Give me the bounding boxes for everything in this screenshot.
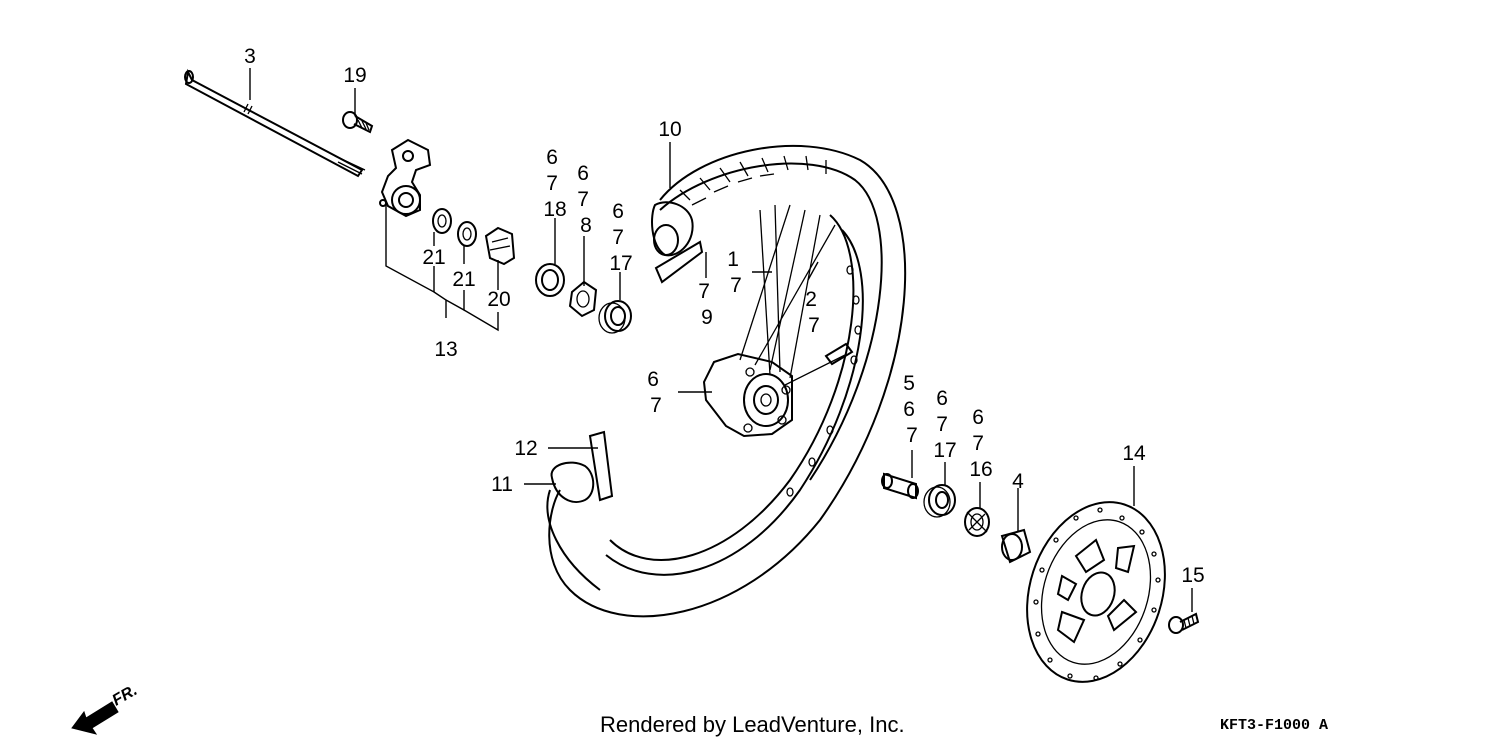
callout-labels: 3 19 21 21 20 13 6 7 18 6 7 8 6 7 17 10 …	[244, 45, 1205, 587]
callout-20: 20	[487, 288, 510, 311]
callout-14: 14	[1122, 442, 1146, 465]
washer-part	[432, 208, 452, 234]
callout-21: 21	[452, 268, 475, 291]
callout-9: 7 9	[698, 280, 716, 329]
rim-band-part	[588, 430, 614, 502]
diagram-code: KFT3-F1000 A	[1220, 717, 1328, 734]
front-direction-arrow-icon: FR.	[71, 682, 140, 735]
tire-part	[546, 144, 907, 618]
callout-12: 12	[514, 437, 537, 460]
bearing-part	[598, 300, 632, 334]
brake-disc-part	[1026, 501, 1166, 683]
callout-5: 5 6 7	[903, 372, 921, 447]
leader-lines	[249, 68, 1193, 612]
callout-13: 13	[434, 338, 457, 361]
diagram-code-suffix: A	[1319, 717, 1329, 734]
side-collar-part	[1000, 528, 1032, 564]
callout-17: 6 7 17	[609, 200, 632, 275]
oil-seal-part-right	[964, 507, 990, 537]
callout-hub: 6 7	[647, 368, 665, 417]
callout-21: 21	[422, 246, 445, 269]
disc-bolt-part	[1168, 612, 1200, 634]
callout-19: 19	[343, 64, 366, 87]
oil-seal-part	[535, 263, 565, 297]
axle-part	[184, 68, 366, 178]
callout-4: 4	[1012, 470, 1024, 493]
callout-11: 11	[491, 473, 513, 496]
credit-text: Rendered by LeadVenture, Inc.	[600, 712, 905, 737]
spoke-nipple-part	[824, 342, 854, 366]
drive-gear-part	[484, 226, 516, 266]
callout-2: 2 7	[805, 288, 823, 337]
retainer-part	[568, 280, 598, 318]
callout-8: 6 7 8	[577, 162, 595, 237]
diagram-code-value: KFT3-F1000	[1220, 717, 1311, 734]
bolt-part	[342, 111, 374, 134]
callout-18: 6 7 18	[543, 146, 566, 221]
callout-15: 15	[1181, 564, 1204, 587]
bearing-part-right	[923, 484, 956, 518]
callout-16: 6 7 16	[969, 406, 992, 481]
hub-part	[702, 352, 793, 438]
spokes-part	[739, 204, 846, 386]
callout-17: 6 7 17	[933, 387, 956, 462]
callout-10: 10	[658, 118, 681, 141]
callout-1: 1 7	[727, 248, 745, 297]
callout-3: 3	[244, 45, 256, 68]
collar-part	[881, 472, 919, 500]
washer-part	[457, 221, 477, 247]
gearbox-part	[379, 138, 432, 218]
